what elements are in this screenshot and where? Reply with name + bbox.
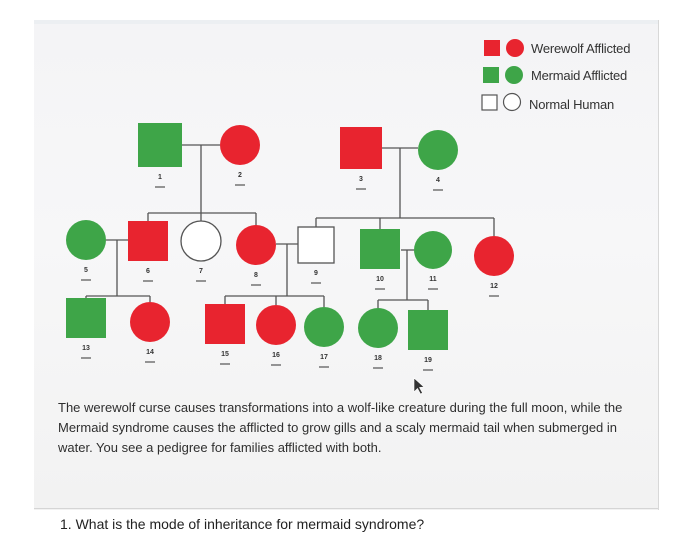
individual-number-label: 19 — [424, 357, 432, 364]
individual-number-label: 13 — [82, 345, 90, 352]
individual-number-label: 10 — [376, 276, 384, 283]
photo-top-edge — [34, 20, 658, 24]
legend-mermaid-label: Mermaid Afflicted — [531, 68, 628, 83]
individual-number-label: 2 — [238, 172, 242, 179]
individual-14-werewolf-female — [130, 302, 170, 342]
individual-5-mermaid-female — [66, 220, 106, 260]
legend-normal-square — [481, 94, 498, 111]
description-paragraph: The werewolf curse causes transformation… — [58, 400, 623, 455]
legend-mermaid-circle — [505, 66, 523, 84]
individual-number-label: 14 — [146, 349, 154, 356]
answer-divider — [34, 508, 658, 509]
legend-swatches — [481, 39, 524, 112]
individual-11-mermaid-female — [414, 231, 452, 269]
individual-number-label: 11 — [429, 276, 437, 283]
legend-normal-circle — [502, 92, 522, 112]
individual-number-label: 15 — [221, 351, 229, 358]
individual-19-mermaid-male — [408, 310, 448, 350]
legend-normal-label: Normal Human — [529, 97, 615, 112]
individual-9-normal-male — [297, 226, 335, 264]
legend-werewolf-circle — [506, 39, 524, 57]
individual-number-label: 1 — [158, 174, 162, 181]
individual-12-werewolf-female — [474, 236, 514, 276]
legend-werewolf-square — [484, 40, 500, 56]
individual-number-label: 5 — [84, 267, 88, 274]
individual-6-werewolf-male — [128, 221, 168, 261]
mouse-cursor-icon — [413, 377, 425, 395]
photo-background — [34, 20, 659, 510]
individual-8-werewolf-female — [236, 225, 276, 265]
individual-number-label: 7 — [199, 268, 203, 275]
individual-number-label: 18 — [374, 355, 382, 362]
individual-15-werewolf-male — [205, 304, 245, 344]
individual-number-label: 8 — [254, 272, 258, 279]
individual-10-mermaid-male — [360, 229, 400, 269]
individual-13-mermaid-male — [66, 298, 106, 338]
individual-number-label: 9 — [314, 270, 318, 277]
individual-2-werewolf-female — [220, 125, 260, 165]
individual-4-mermaid-female — [418, 130, 458, 170]
individual-17-mermaid-female — [304, 307, 344, 347]
pedigree-lines — [85, 144, 495, 310]
individual-7-normal-female — [180, 220, 222, 262]
individual-number-label: 4 — [436, 177, 440, 184]
legend-mermaid-square — [483, 67, 499, 83]
individual-number-label: 17 — [320, 354, 328, 361]
question-text: 1. What is the mode of inheritance for m… — [60, 516, 425, 532]
individual-3-werewolf-male — [340, 127, 382, 169]
individual-number-label: 6 — [146, 268, 150, 275]
individual-18-mermaid-female — [358, 308, 398, 348]
individual-number-label: 16 — [272, 352, 280, 359]
individual-1-mermaid-male — [138, 123, 182, 167]
legend-werewolf-label: Werewolf Afflicted — [531, 41, 631, 56]
individual-number-label: 12 — [490, 283, 498, 290]
individual-number-label: 3 — [359, 176, 363, 183]
individual-16-werewolf-female — [256, 305, 296, 345]
